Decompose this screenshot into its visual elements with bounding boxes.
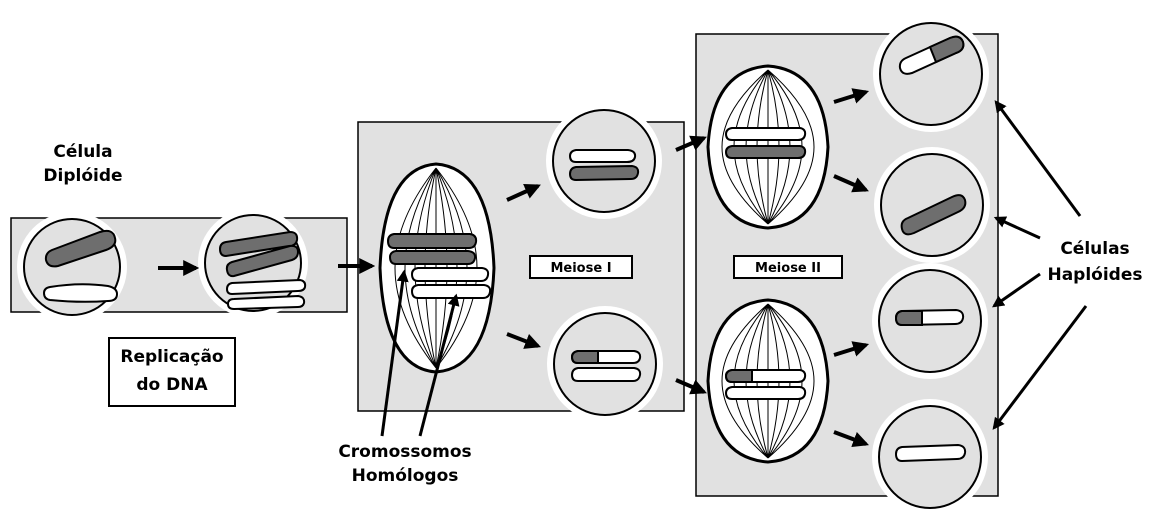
- haploid-cell-4: [872, 399, 988, 515]
- light-chromosome: [572, 368, 640, 381]
- meiosis1-daughter-bottom: [547, 306, 663, 422]
- meiosis2-dividing-cell-bottom: [708, 300, 828, 462]
- meiosis2-label: Meiose II: [733, 255, 843, 279]
- haploid-cells-label: Células Haplóides: [1030, 236, 1160, 288]
- meiosis1-label: Meiose I: [529, 255, 633, 279]
- homologous-chromosomes-label: Cromossomos Homólogos: [326, 440, 484, 488]
- replicated-cell: [198, 208, 308, 318]
- haploid-cell-1: [873, 16, 989, 132]
- meiosis1-daughter-top: [546, 103, 662, 219]
- meiosis2-dividing-cell-top: [708, 66, 828, 228]
- haploid-cell-3: [872, 263, 988, 379]
- light-chromosome: [44, 284, 117, 302]
- diploid-cell-label: Célula Diplóide: [28, 140, 138, 188]
- haploid-cell-2: [874, 147, 990, 263]
- replication-label: Replicação do DNA: [108, 337, 236, 407]
- dark-homolog: [388, 234, 476, 264]
- meiosis1-dividing-cell: [380, 164, 494, 372]
- dark-chromosome: [570, 166, 638, 180]
- diploid-cell: [17, 212, 127, 322]
- light-chromosome: [570, 150, 635, 162]
